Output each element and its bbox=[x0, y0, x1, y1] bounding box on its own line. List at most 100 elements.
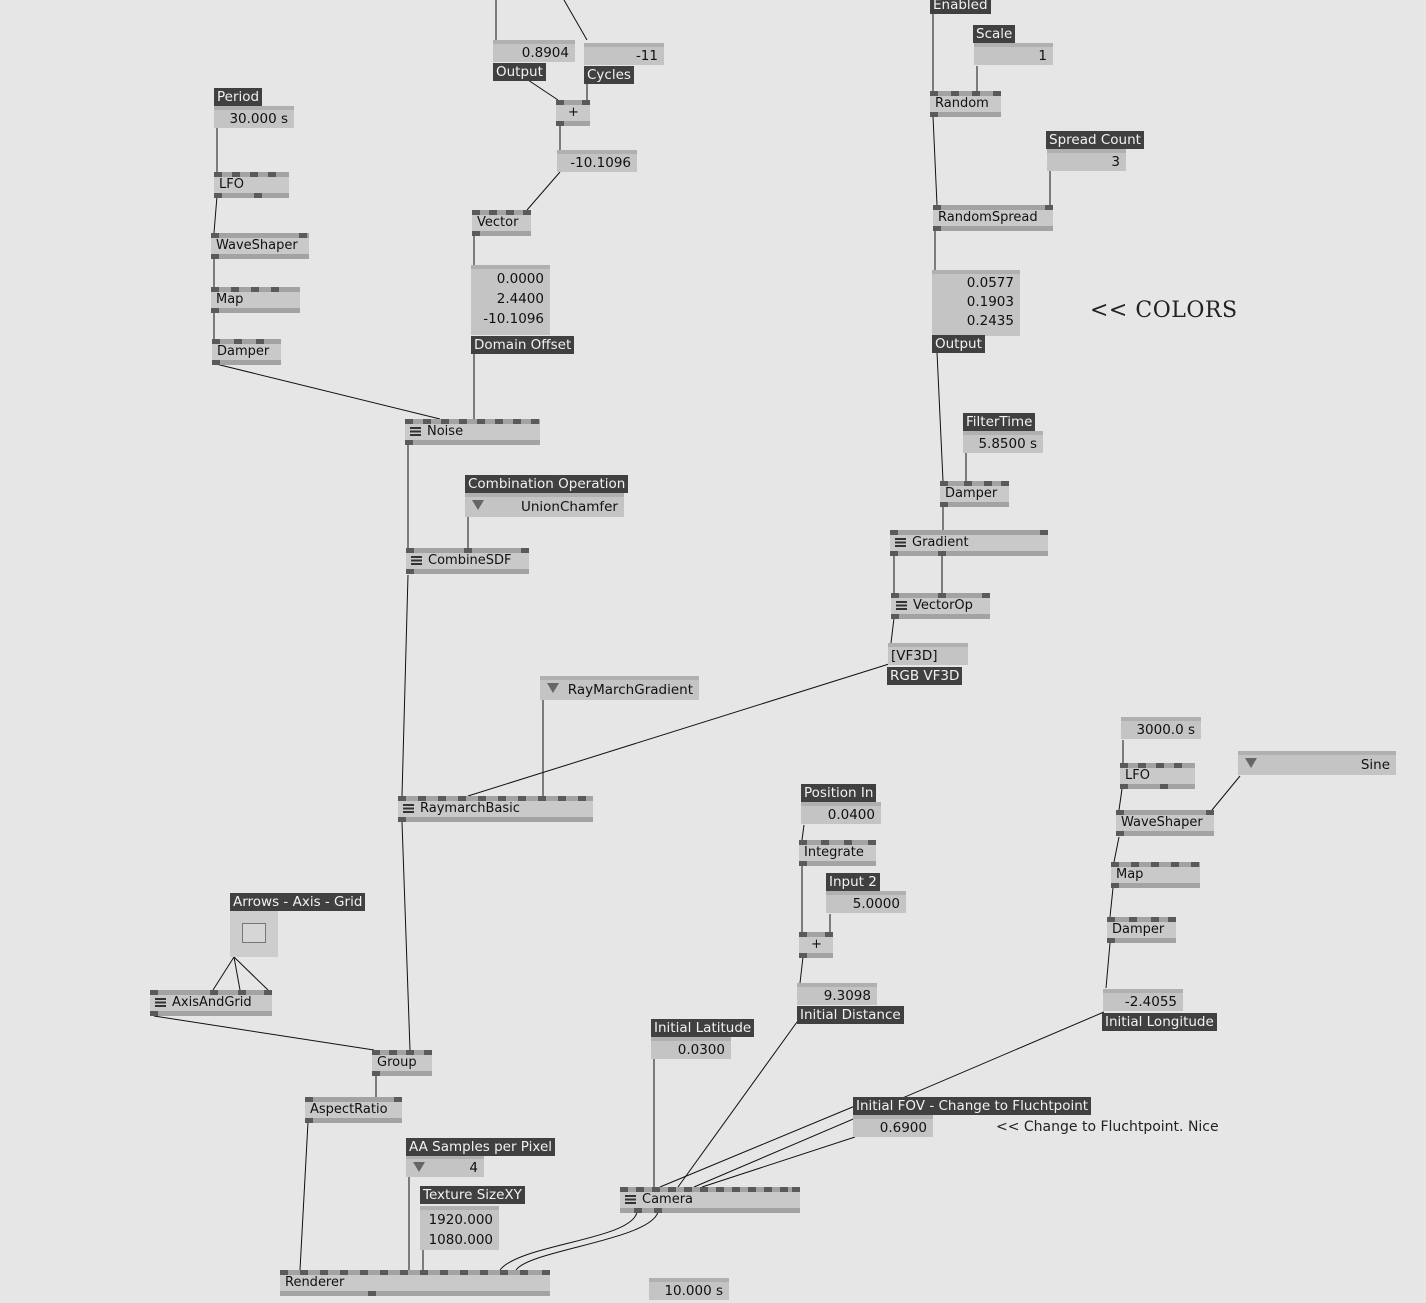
color-output-iobox[interactable]: 0.0577 0.1903 0.2435 bbox=[932, 270, 1020, 336]
node-label: Vector bbox=[477, 215, 519, 230]
color-output-g: 0.1903 bbox=[966, 294, 1014, 310]
group-node[interactable]: Group bbox=[372, 1050, 432, 1076]
texture-size-x: 1920.000 bbox=[428, 1212, 493, 1228]
dropdown-triangle-icon bbox=[413, 1162, 425, 1172]
map-node[interactable]: Map bbox=[211, 287, 300, 313]
damper-node[interactable]: Damper bbox=[1107, 917, 1176, 943]
node-label: Gradient bbox=[912, 535, 969, 550]
axisandgrid-node[interactable]: AxisAndGrid bbox=[150, 990, 272, 1016]
node-label: VectorOp bbox=[913, 598, 973, 613]
output-iobox[interactable]: 0.8904 bbox=[493, 40, 575, 62]
initial-distance-label: Initial Distance bbox=[797, 1006, 904, 1024]
noise-node[interactable]: Noise bbox=[405, 419, 540, 445]
waveshaper-node[interactable]: WaveShaper bbox=[211, 233, 309, 259]
dropdown-triangle-icon bbox=[1245, 758, 1257, 768]
vector-node[interactable]: Vector bbox=[472, 210, 531, 236]
aa-samples-label: AA Samples per Pixel bbox=[406, 1138, 556, 1156]
node-label: CombineSDF bbox=[428, 553, 512, 568]
randomspread-node[interactable]: RandomSpread bbox=[933, 205, 1053, 231]
camera-node[interactable]: Camera bbox=[620, 1187, 800, 1213]
menu-icon bbox=[896, 601, 907, 610]
menu-icon bbox=[403, 804, 414, 813]
input2-iobox[interactable]: 5.0000 bbox=[826, 891, 906, 913]
spread-count-label: Spread Count bbox=[1046, 131, 1144, 149]
waveshape-value: Sine bbox=[1360, 757, 1390, 773]
rgb-vf3d-label: RGB VF3D bbox=[887, 667, 963, 685]
raymarch-gradient-enum[interactable]: RayMarchGradient bbox=[540, 676, 699, 700]
menu-icon bbox=[155, 998, 166, 1007]
sum-iobox[interactable]: -10.1096 bbox=[557, 150, 637, 172]
color-output-label: Output bbox=[932, 335, 985, 353]
lfo-period-iobox[interactable]: 3000.0 s bbox=[1121, 717, 1201, 739]
combination-op-enum[interactable]: UnionChamfer bbox=[465, 493, 624, 517]
scale-iobox[interactable]: 1 bbox=[974, 43, 1053, 65]
arrows-axis-grid-toggle[interactable] bbox=[230, 911, 278, 957]
time-iobox[interactable]: 10.000 s bbox=[649, 1278, 729, 1300]
damper-node[interactable]: Damper bbox=[940, 481, 1009, 507]
input2-label: Input 2 bbox=[826, 873, 880, 891]
gradient-node[interactable]: Gradient bbox=[890, 530, 1048, 556]
raymarch-gradient-value: RayMarchGradient bbox=[567, 682, 693, 698]
color-output-b: 0.2435 bbox=[966, 313, 1014, 329]
waveshape-enum[interactable]: Sine bbox=[1238, 751, 1396, 775]
aa-samples-enum[interactable]: 4 bbox=[406, 1155, 484, 1177]
dropdown-triangle-icon bbox=[472, 500, 484, 510]
position-in-label: Position In bbox=[801, 784, 877, 802]
combination-op-label: Combination Operation bbox=[465, 475, 629, 493]
combinesdf-node[interactable]: CombineSDF bbox=[406, 548, 529, 574]
initial-longitude-label: Initial Longitude bbox=[1102, 1013, 1217, 1031]
period-label: Period bbox=[214, 88, 263, 106]
domain-offset-y: 2.4400 bbox=[496, 291, 544, 307]
plus-node[interactable]: + bbox=[556, 100, 590, 126]
node-label: Damper bbox=[217, 344, 270, 359]
lfo-node[interactable]: LFO bbox=[1120, 763, 1195, 789]
aspectratio-node[interactable]: AspectRatio bbox=[305, 1097, 402, 1123]
initial-latitude-iobox[interactable]: 0.0300 bbox=[651, 1037, 731, 1059]
random-node[interactable]: Random bbox=[930, 91, 1001, 117]
menu-icon bbox=[411, 556, 422, 565]
renderer-node[interactable]: Renderer bbox=[280, 1270, 550, 1296]
output-label: Output bbox=[493, 63, 546, 81]
position-in-iobox[interactable]: 0.0400 bbox=[801, 802, 881, 824]
plus-node[interactable]: + bbox=[799, 932, 833, 958]
scale-label: Scale bbox=[973, 25, 1016, 43]
vf3d-iobox[interactable]: [VF3D] bbox=[888, 643, 968, 665]
node-label: Noise bbox=[427, 424, 464, 439]
initial-fov-iobox[interactable]: 0.6900 bbox=[853, 1115, 933, 1137]
arrows-axis-grid-label: Arrows - Axis - Grid bbox=[230, 893, 366, 911]
damper-node[interactable]: Damper bbox=[212, 339, 281, 365]
domain-offset-iobox[interactable]: 0.0000 2.4400 -10.1096 bbox=[471, 265, 550, 335]
initial-fov-label: Initial FOV - Change to Fluchtpoint bbox=[853, 1097, 1092, 1115]
domain-offset-x: 0.0000 bbox=[496, 271, 544, 287]
node-label: Damper bbox=[945, 486, 998, 501]
vectorop-node[interactable]: VectorOp bbox=[891, 593, 990, 619]
domain-offset-z: -10.1096 bbox=[483, 311, 544, 327]
node-label: Renderer bbox=[285, 1275, 345, 1290]
node-label: AxisAndGrid bbox=[172, 995, 252, 1010]
toggle-square-icon bbox=[242, 923, 266, 943]
node-label: Random bbox=[935, 96, 989, 111]
initial-longitude-iobox[interactable]: -2.4055 bbox=[1103, 989, 1183, 1011]
cycles-label: Cycles bbox=[584, 66, 634, 84]
node-label: + bbox=[811, 937, 822, 952]
node-label: AspectRatio bbox=[310, 1102, 388, 1117]
node-label: LFO bbox=[219, 177, 244, 192]
integrate-node[interactable]: Integrate bbox=[799, 840, 876, 866]
waveshaper-node[interactable]: WaveShaper bbox=[1116, 810, 1214, 836]
node-label: Camera bbox=[642, 1192, 694, 1207]
combination-op-value: UnionChamfer bbox=[520, 499, 618, 515]
texture-size-iobox[interactable]: 1920.000 1080.000 bbox=[420, 1206, 499, 1250]
menu-icon bbox=[410, 427, 421, 436]
cycles-iobox[interactable]: -11 bbox=[584, 43, 664, 65]
period-iobox[interactable]: 30.000 s bbox=[214, 106, 294, 128]
node-label: + bbox=[568, 105, 579, 120]
node-label: LFO bbox=[1125, 768, 1150, 783]
node-label: Map bbox=[1116, 867, 1144, 882]
spread-count-iobox[interactable]: 3 bbox=[1047, 149, 1126, 171]
initial-distance-iobox[interactable]: 9.3098 bbox=[797, 983, 877, 1005]
raymarchbasic-node[interactable]: RaymarchBasic bbox=[398, 796, 593, 822]
map-node[interactable]: Map bbox=[1111, 862, 1200, 888]
filter-time-iobox[interactable]: 5.8500 s bbox=[963, 431, 1043, 453]
lfo-node[interactable]: LFO bbox=[214, 172, 289, 198]
